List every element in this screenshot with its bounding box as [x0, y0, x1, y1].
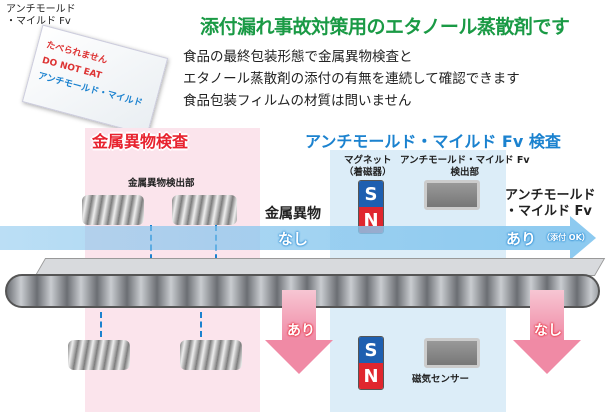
pass-flow-arrow: [0, 226, 570, 250]
fv-reject-arrowhead: [513, 340, 581, 374]
fv-present-note: （添付 OK）: [542, 233, 590, 242]
product-label-line: ・マイルド Fv: [6, 16, 71, 27]
metal-detector-coil: [172, 195, 237, 225]
fv-detector-label-line: アンチモールド・マイルド Fv: [400, 155, 530, 166]
metal-none-label: なし: [278, 230, 309, 248]
detection-dash: [100, 312, 102, 337]
magnet-label-line: （着磁器）: [344, 167, 392, 178]
detection-dash: [200, 312, 202, 337]
metal-detector-coil: [82, 195, 144, 225]
fv-flow-label: アンチモールド ・マイルド Fv: [505, 188, 595, 220]
fv-detector-box: [424, 180, 480, 210]
fv-reject-label: なし: [534, 323, 562, 339]
magnet-s-pole: S: [359, 337, 383, 363]
magnet-bottom: S N: [358, 336, 384, 390]
metal-detector-label: 金属異物検出部: [128, 178, 195, 189]
metal-reject-label: あり: [287, 323, 315, 339]
magnet-label: マグネット （着磁器）: [344, 155, 392, 179]
magnet-n-pole: N: [359, 363, 383, 389]
metal-inspection-label: 金属異物検査: [92, 132, 189, 151]
pass-flow-arrowhead: [570, 216, 596, 260]
description-line: 食品の最終包装形態で金属異物検査と: [183, 49, 413, 65]
metal-reject-arrow: [282, 290, 316, 340]
metal-detector-coil: [180, 340, 242, 370]
fv-detector-label: アンチモールド・マイルド Fv 検出部: [400, 155, 530, 179]
fv-flow-label-line: アンチモールド: [505, 188, 596, 203]
magnet-label-line: マグネット: [344, 155, 392, 166]
description-line: エタノール蒸散剤の添付の有無を連続して確認できます: [183, 71, 520, 87]
description-line: 食品包装フィルムの材質は問いません: [183, 93, 412, 109]
magnetic-sensor-box: [424, 338, 480, 368]
product-label: アンチモールド ・マイルド Fv: [6, 4, 76, 28]
product-sachet: たべられません DO NOT EAT アンチモールド・マイルド: [21, 24, 169, 136]
page-title: 添付漏れ事故対策用のエタノール蒸散剤です: [200, 16, 570, 38]
fv-detector-label-line: 検出部: [450, 167, 480, 178]
fv-flow-label-line: ・マイルド Fv: [505, 204, 592, 219]
magnetic-sensor-label: 磁気センサー: [412, 374, 470, 385]
magnet-s-pole: S: [359, 181, 383, 207]
fv-inspection-label: アンチモールド・マイルド Fv 検査: [305, 132, 561, 151]
metal-reject-arrowhead: [265, 340, 333, 374]
metal-flow-label: 金属異物: [265, 206, 321, 222]
fv-reject-arrow: [530, 290, 564, 340]
product-label-line: アンチモールド: [6, 4, 76, 15]
fv-present-label: あり: [506, 230, 537, 248]
metal-detector-coil: [68, 340, 130, 370]
